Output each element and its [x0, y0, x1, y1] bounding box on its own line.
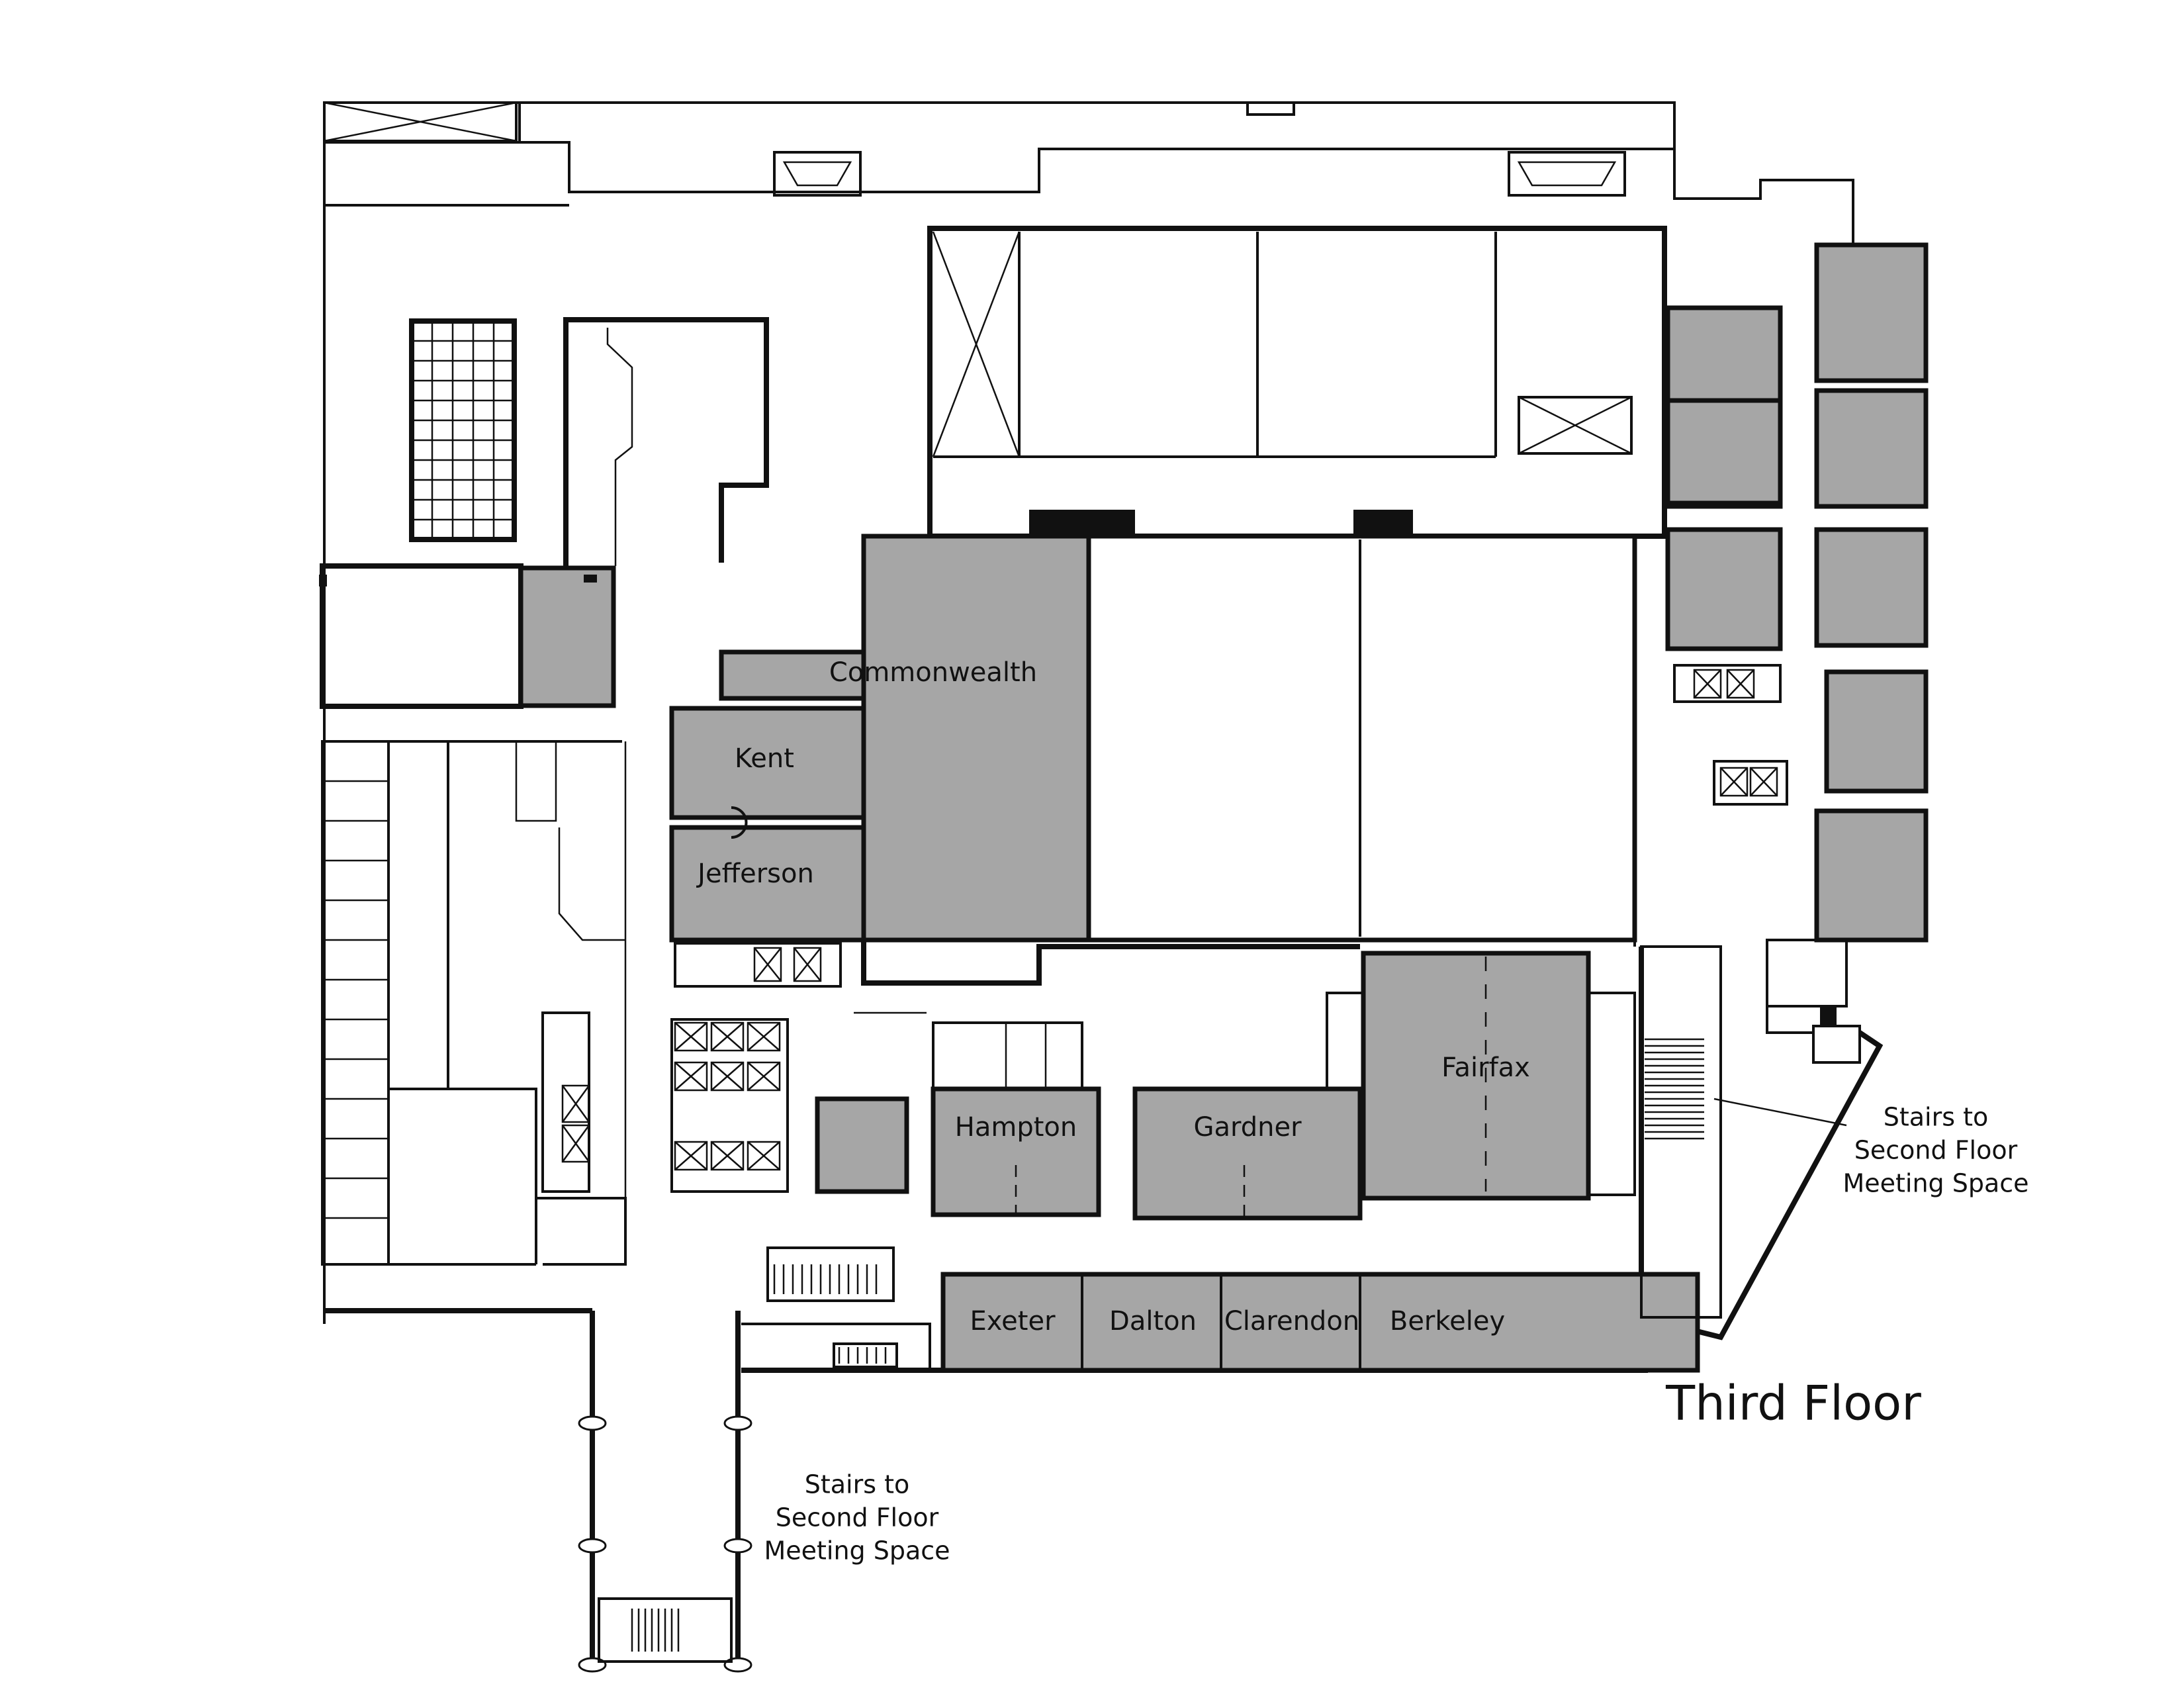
floor-title: Third Floor [1665, 1376, 1921, 1431]
svg-text:Second Floor: Second Floor [1854, 1136, 2018, 1165]
room-label-fairfax: Fairfax [1441, 1053, 1530, 1083]
hampton-room: Hampton [931, 1021, 1101, 1217]
central-corridor [670, 940, 1360, 1193]
bottom-rooms: Exeter Dalton Clarendon Berkeley [940, 1272, 1700, 1373]
svg-text:Meeting Space: Meeting Space [1843, 1169, 2028, 1198]
room-label-commonwealth: Commonwealth [829, 657, 1037, 688]
east-stairs [1640, 939, 1861, 1319]
svg-text:Stairs to: Stairs to [1884, 1103, 1989, 1132]
storage-room-grey [518, 565, 616, 708]
storage-room-grey-2 [815, 1096, 909, 1194]
fairfax-room: Fairfax [1326, 951, 1636, 1201]
jefferson-room: Jefferson [669, 806, 866, 943]
left-upper-rooms [319, 563, 616, 709]
south-bridge [578, 1311, 752, 1673]
svg-text:Second Floor: Second Floor [776, 1503, 939, 1532]
left-corridors [321, 740, 627, 1266]
ballroom-space [1086, 534, 1637, 943]
skylight-grid [409, 318, 517, 542]
escalators [766, 1246, 898, 1368]
room-label-gardner: Gardner [1193, 1112, 1302, 1143]
room-label-dalton: Dalton [1109, 1306, 1197, 1336]
roof-vents [323, 101, 1626, 197]
room-label-jefferson: Jefferson [696, 859, 814, 889]
room-label-hampton: Hampton [955, 1112, 1077, 1143]
room-label-berkeley: Berkeley [1390, 1306, 1505, 1336]
upper-hall-block [927, 226, 1667, 539]
stairs-note-east: Stairs to Second Floor Meeting Space [1843, 1103, 2028, 1198]
room-label-clarendon: Clarendon [1224, 1306, 1359, 1336]
stairs-note-south: Stairs to Second Floor Meeting Space [764, 1470, 950, 1566]
service-core [563, 317, 769, 566]
commonwealth-room: Commonwealth [719, 534, 1091, 943]
kent-room: Kent [669, 706, 866, 820]
room-label-kent: Kent [735, 743, 794, 774]
svg-text:Meeting Space: Meeting Space [764, 1536, 950, 1566]
gardner-room: Gardner [1132, 1086, 1363, 1221]
east-rooms [1665, 242, 1929, 943]
svg-text:Stairs to: Stairs to [805, 1470, 910, 1499]
room-label-exeter: Exeter [970, 1306, 1056, 1336]
ballroom [1086, 534, 1637, 947]
